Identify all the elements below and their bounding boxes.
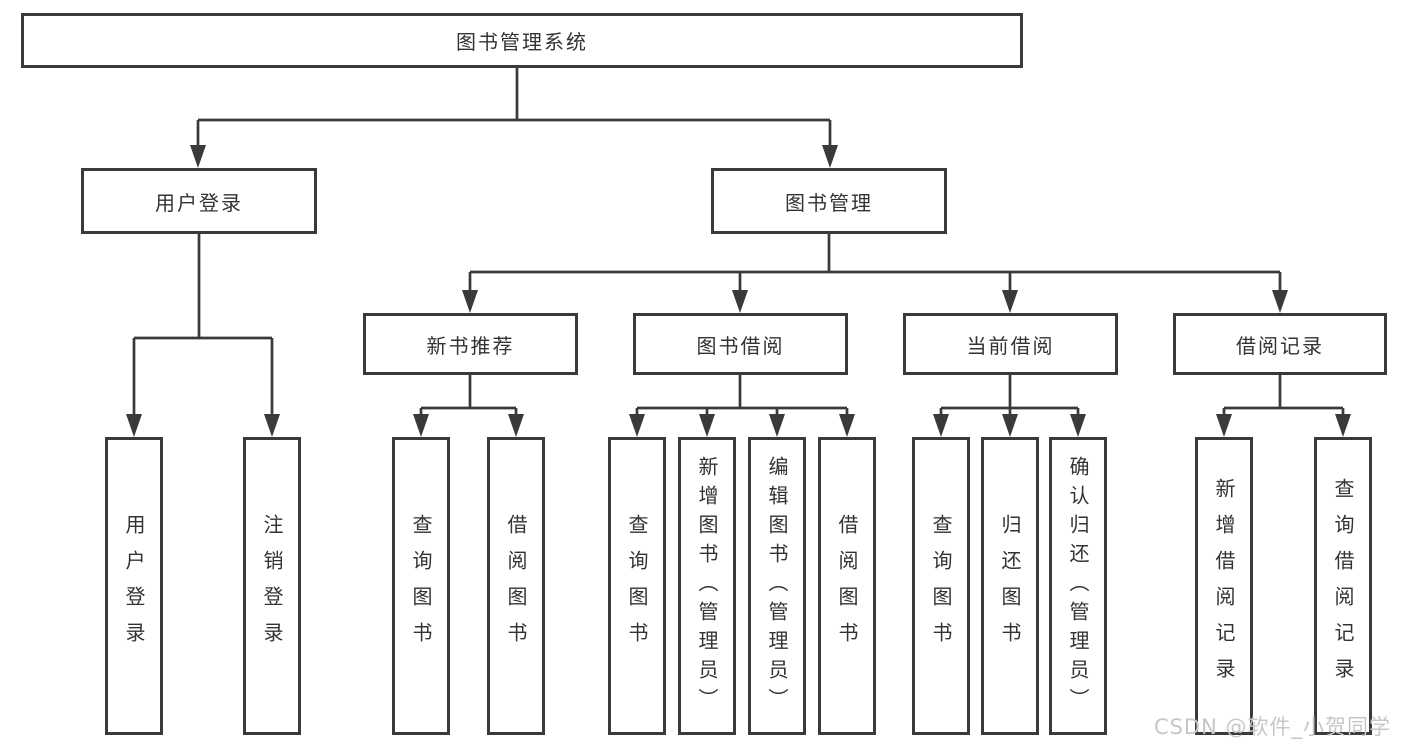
- node-label: 查询图书: [625, 514, 649, 658]
- node-leaf-edit-books-admin: 编辑图书（管理员）: [748, 437, 806, 735]
- node-label: 当前借阅: [966, 333, 1055, 358]
- node-label: 用户登录: [155, 190, 243, 215]
- node-leaf-borrow-query-books: 查询图书: [608, 437, 666, 735]
- node-label: 图书管理: [785, 190, 873, 215]
- node-label: 借阅图书: [504, 514, 528, 658]
- node-leaf-user-login: 用户登录: [105, 437, 163, 735]
- node-label: 查询图书: [929, 514, 953, 658]
- node-leaf-add-books-admin: 新增图书（管理员）: [678, 437, 736, 735]
- node-leaf-add-borrow-record: 新增借阅记录: [1195, 437, 1253, 735]
- node-label: 归还图书: [998, 514, 1022, 658]
- node-branch-user-login: 用户登录: [81, 168, 317, 234]
- node-label: 借阅记录: [1236, 333, 1324, 358]
- node-group-new-book-recommend: 新书推荐: [363, 313, 578, 375]
- node-root-system: 图书管理系统: [21, 13, 1023, 68]
- node-leaf-borrow-books: 借阅图书: [818, 437, 876, 735]
- node-label: 新书推荐: [426, 333, 515, 358]
- node-label: 借阅图书: [835, 514, 859, 658]
- node-label: 确认归还（管理员）: [1066, 455, 1090, 717]
- node-label: 图书管理系统: [456, 30, 588, 54]
- node-label: 图书借阅: [696, 333, 785, 358]
- node-leaf-current-query-books: 查询图书: [912, 437, 970, 735]
- node-label: 新增借阅记录: [1212, 478, 1236, 694]
- node-label: 编辑图书（管理员）: [765, 455, 789, 717]
- csdn-watermark: CSDN @软件_小贺同学: [1153, 715, 1391, 739]
- node-label: 查询借阅记录: [1331, 478, 1355, 694]
- node-leaf-recommend-borrow-books: 借阅图书: [487, 437, 545, 735]
- node-leaf-query-borrow-record: 查询借阅记录: [1314, 437, 1372, 735]
- node-leaf-confirm-return-admin: 确认归还（管理员）: [1049, 437, 1107, 735]
- node-label: 用户登录: [122, 514, 146, 658]
- node-branch-book-management: 图书管理: [711, 168, 947, 234]
- node-label: 查询图书: [409, 514, 433, 658]
- node-leaf-recommend-query-books: 查询图书: [392, 437, 450, 735]
- node-leaf-logout: 注销登录: [243, 437, 301, 735]
- node-label: 注销登录: [260, 514, 284, 658]
- node-label: 新增图书（管理员）: [695, 455, 719, 717]
- node-leaf-return-books: 归还图书: [981, 437, 1039, 735]
- node-group-current-borrow: 当前借阅: [903, 313, 1118, 375]
- node-group-book-borrow: 图书借阅: [633, 313, 848, 375]
- node-group-borrow-records: 借阅记录: [1173, 313, 1387, 375]
